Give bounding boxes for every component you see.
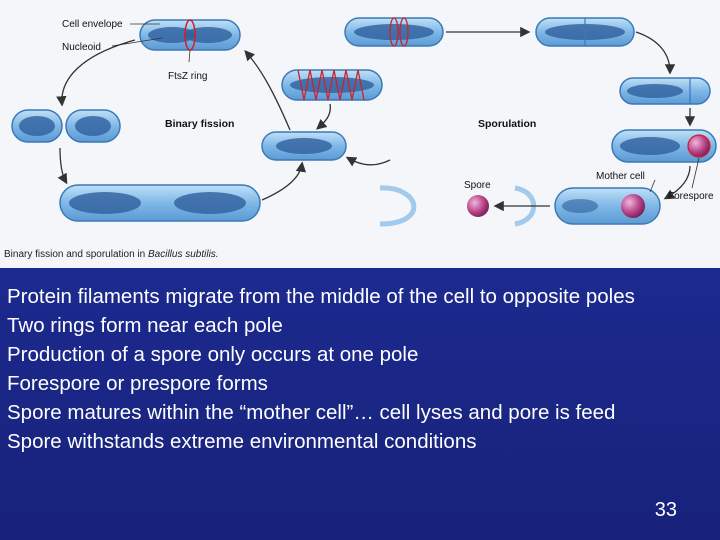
bullet-list: Protein filaments migrate from the middl… bbox=[7, 282, 697, 456]
cell-cycle-diagram: Cell envelope Nucleoid FtsZ ring Binary … bbox=[4, 17, 717, 260]
bullet-line: Forespore or prespore forms bbox=[7, 372, 268, 395]
cell-top-left bbox=[139, 19, 241, 51]
label-mother-cell: Mother cell bbox=[596, 171, 645, 182]
spore-icon bbox=[467, 195, 489, 217]
bullet-line: Spore withstands extreme environmental c… bbox=[7, 430, 477, 453]
cell-bottom-left bbox=[59, 184, 261, 222]
mother-cell-with-spore bbox=[554, 187, 661, 225]
spor-cell-5 bbox=[611, 129, 717, 163]
spor-cell-1 bbox=[344, 17, 444, 47]
page-number: 33 bbox=[654, 499, 677, 521]
label-spore: Spore bbox=[464, 180, 491, 191]
spor-cell-4 bbox=[619, 77, 711, 105]
label-cell-envelope: Cell envelope bbox=[62, 19, 123, 30]
label-sporulation: Sporulation bbox=[478, 118, 536, 130]
arrow-icon bbox=[244, 50, 291, 131]
bacillus-cell-cycle-figure: Cell envelope Nucleoid FtsZ ring Binary … bbox=[0, 0, 720, 268]
slide-text-panel: Protein filaments migrate from the middl… bbox=[0, 268, 720, 540]
cell-center bbox=[261, 131, 347, 161]
figure-caption: Binary fission and sporulation in Bacill… bbox=[4, 249, 219, 260]
cell-left-dividing bbox=[11, 109, 121, 143]
spore-icon bbox=[621, 194, 645, 218]
released-spore bbox=[467, 195, 489, 217]
forespore-icon bbox=[687, 134, 711, 158]
bullet-line: Two rings form near each pole bbox=[7, 314, 283, 337]
spor-cell-2 bbox=[535, 17, 635, 47]
spor-cell-3 bbox=[281, 69, 383, 101]
label-binary-fission: Binary fission bbox=[165, 118, 234, 130]
bullet-line: Production of a spore only occurs at one… bbox=[7, 343, 419, 366]
label-nucleoid: Nucleoid bbox=[62, 42, 101, 53]
arrow-icon bbox=[261, 161, 307, 201]
arrow-icon bbox=[57, 147, 68, 185]
label-forespore: Forespore bbox=[668, 191, 714, 202]
bullet-line: Protein filaments migrate from the middl… bbox=[7, 285, 635, 308]
label-ftsz-ring: FtsZ ring bbox=[168, 71, 207, 82]
bullet-line: Spore matures within the “mother cell”… … bbox=[7, 401, 616, 424]
